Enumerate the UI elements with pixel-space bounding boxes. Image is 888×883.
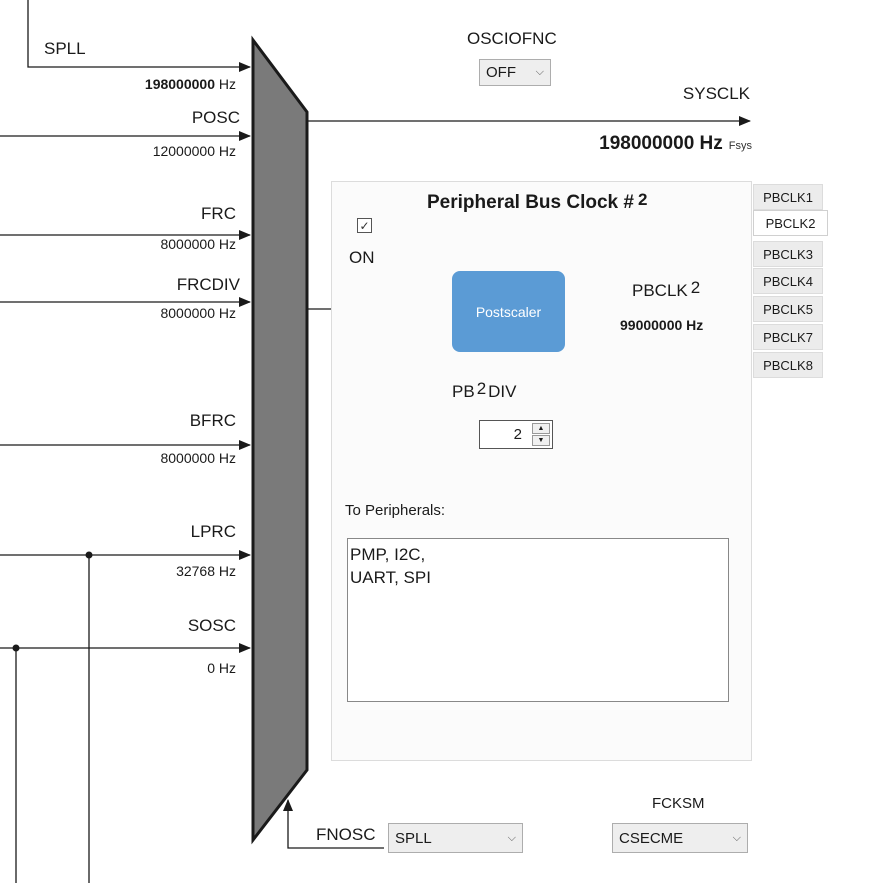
tab-pbclk8[interactable]: PBCLK8 [753, 352, 823, 378]
sysclk-label: SYSCLK [682, 84, 750, 103]
chevron-down-icon: ⌵ [535, 66, 544, 78]
chevron-down-icon: ⌵ [732, 831, 741, 844]
lprc-label: LPRC [190, 522, 236, 541]
fnosc-select[interactable]: SPLL ⌵ [388, 823, 523, 853]
tab-pbclk4[interactable]: PBCLK4 [753, 268, 823, 294]
sosc-label: SOSC [187, 616, 236, 635]
osciofnc-select[interactable]: OFF ⌵ [479, 59, 551, 86]
clock-mux [251, 35, 309, 845]
peripherals-list[interactable]: PMP, I2C, UART, SPI [347, 538, 729, 702]
tab-pbclk3[interactable]: PBCLK3 [753, 241, 823, 267]
posc-frequency: 12000000 Hz [152, 143, 236, 159]
postscaler-block[interactable]: Postscaler [452, 271, 565, 352]
sosc-frequency: 0 Hz [207, 660, 236, 676]
stepper-down-icon[interactable]: ▼ [532, 435, 550, 446]
spll-label: SPLL [44, 39, 86, 58]
frc-label: FRC [201, 204, 236, 223]
tab-pbclk2[interactable]: PBCLK2 [753, 210, 828, 236]
peripherals-line-2: UART, SPI [350, 568, 431, 587]
lprc-frequency: 32768 Hz [176, 563, 236, 579]
sysclk-frequency: 198000000 Hz Fsys [599, 133, 752, 154]
pbdiv-stepper[interactable]: 2 ▲ ▼ [479, 420, 553, 449]
fsys-label: Fsys [728, 140, 752, 152]
bfrc-label: BFRC [189, 411, 236, 430]
tab-pbclk7[interactable]: PBCLK7 [753, 324, 823, 350]
bfrc-frequency: 8000000 Hz [160, 450, 236, 466]
spll-frequency: 198000000 Hz [144, 76, 236, 92]
panel-title: Peripheral Bus Clock #2 [427, 190, 648, 213]
frcdiv-frequency: 8000000 Hz [160, 305, 236, 321]
stepper-up-icon[interactable]: ▲ [532, 423, 550, 434]
pbdiv-value: 2 [513, 426, 522, 443]
fcksm-select[interactable]: CSECME ⌵ [612, 823, 748, 853]
spll-wire [27, 0, 251, 72]
fcksm-label: FCKSM [652, 795, 705, 812]
chevron-down-icon: ⌵ [507, 831, 516, 844]
frcdiv-label: FRCDIV [176, 275, 240, 294]
osciofnc-label: OSCIOFNC [467, 29, 557, 48]
posc-label: POSC [191, 108, 240, 127]
sosc-junction [12, 644, 20, 652]
frc-frequency: 8000000 Hz [160, 236, 236, 252]
peripherals-line-1: PMP, I2C, [350, 545, 426, 564]
fnosc-label: FNOSC [316, 825, 376, 844]
lprc-junction [85, 551, 93, 559]
on-label: ON [349, 248, 375, 267]
tab-pbclk1[interactable]: PBCLK1 [753, 184, 823, 210]
peripherals-heading: To Peripherals: [345, 502, 446, 519]
on-checkbox[interactable]: ✓ [357, 218, 372, 233]
pbclk-output-frequency: 99000000 Hz [620, 317, 704, 333]
tab-pbclk5[interactable]: PBCLK5 [753, 296, 823, 322]
fnosc-wire [283, 799, 384, 849]
